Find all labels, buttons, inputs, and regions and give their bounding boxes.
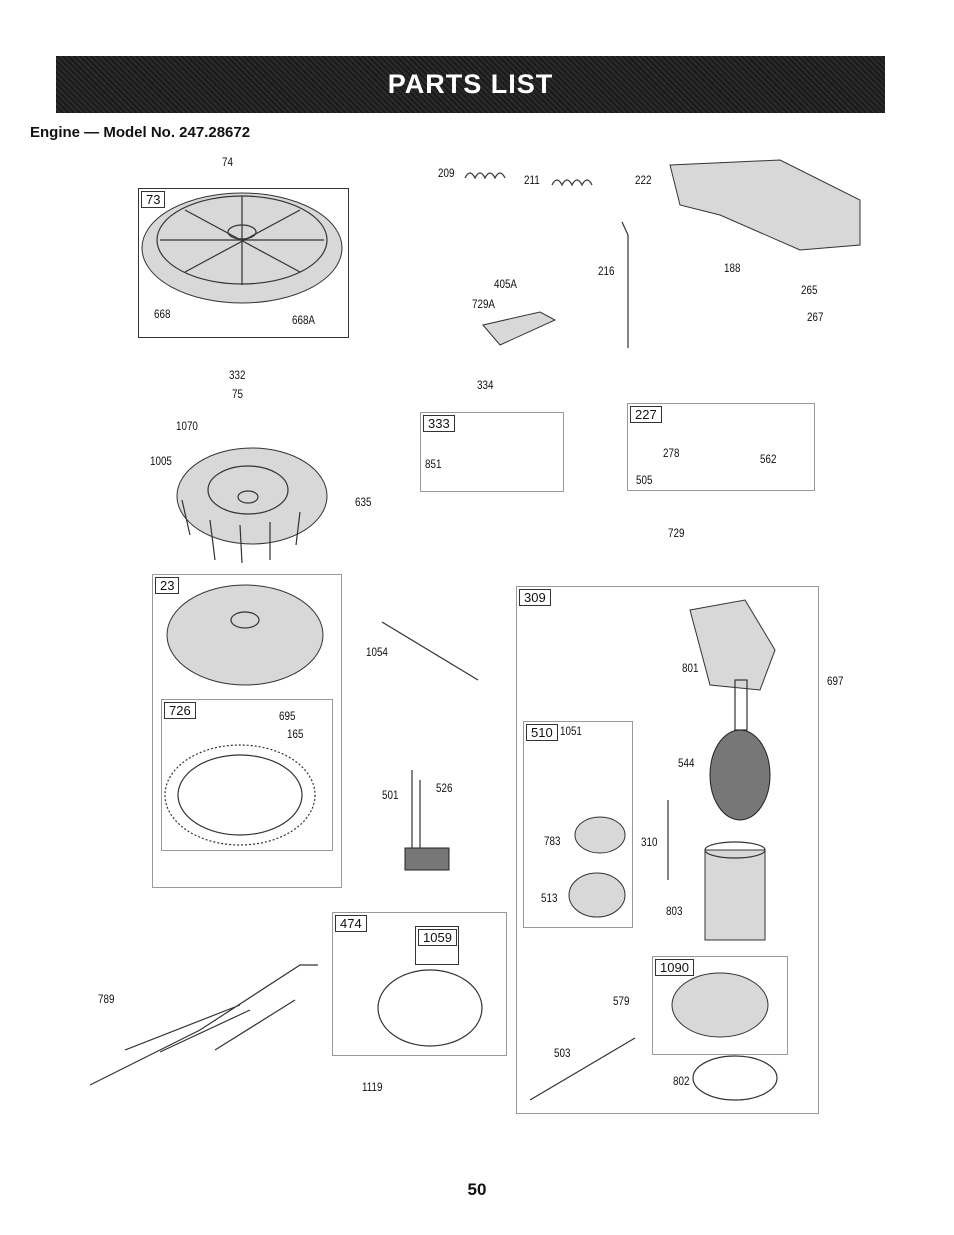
box-73: 73 xyxy=(138,188,349,338)
box-1059: 1059 xyxy=(415,926,459,965)
alternator-474-drawing xyxy=(377,969,483,1047)
flywheel-screen-drawing xyxy=(141,192,343,304)
part-211: 211 xyxy=(524,173,540,187)
part-802: 802 xyxy=(673,1074,690,1088)
part-332: 332 xyxy=(229,368,246,382)
cable-tie-1054 xyxy=(381,621,479,681)
box-23: 23 xyxy=(152,574,342,888)
part-544: 544 xyxy=(678,756,695,770)
box-23-label: 23 xyxy=(155,577,180,594)
part-75: 75 xyxy=(232,387,243,401)
banner-title: PARTS LIST xyxy=(387,69,554,99)
part-501: 501 xyxy=(382,788,399,802)
box-510: 510 xyxy=(523,721,633,928)
spring-209 xyxy=(464,172,506,180)
part-267: 267 xyxy=(807,310,824,324)
box-73-label: 73 xyxy=(141,191,166,208)
parts-list-banner: PARTS LIST xyxy=(56,56,885,113)
part-803: 803 xyxy=(666,904,683,918)
page-number: 50 xyxy=(467,1180,487,1199)
wiring-harness-789 xyxy=(89,964,318,1086)
box-726: 726 xyxy=(161,699,333,851)
part-562: 562 xyxy=(760,452,777,466)
plate-729A xyxy=(482,311,557,346)
part-668: 668 xyxy=(154,307,171,321)
part-1051: 1051 xyxy=(560,724,582,738)
box-333: 333 xyxy=(420,412,564,492)
part-505: 505 xyxy=(636,473,653,487)
box-474: 474 xyxy=(332,912,507,1056)
part-188: 188 xyxy=(724,261,741,275)
box-1090-label: 1090 xyxy=(655,959,694,976)
part-668A: 668A xyxy=(292,313,315,327)
part-74: 74 xyxy=(222,155,233,169)
part-310: 310 xyxy=(641,835,658,849)
control-bracket-222 xyxy=(669,159,861,251)
part-165: 165 xyxy=(287,727,304,741)
part-513: 513 xyxy=(541,891,558,905)
flywheel-23-drawing xyxy=(166,584,324,686)
box-726-label: 726 xyxy=(164,702,196,719)
box-333-label: 333 xyxy=(423,415,455,432)
box-1090: 1090 xyxy=(652,956,788,1055)
part-209: 209 xyxy=(438,166,455,180)
engine-model-subtitle: Engine — Model No. 247.28672 xyxy=(30,124,251,141)
part-789: 789 xyxy=(98,992,115,1006)
part-729A: 729A xyxy=(472,297,495,311)
box-1059-label: 1059 xyxy=(418,929,457,946)
part-697: 697 xyxy=(827,674,844,688)
part-695: 695 xyxy=(279,709,296,723)
starter-motor-drawing xyxy=(529,599,778,1101)
part-1005: 1005 xyxy=(150,454,172,468)
part-1119: 1119 xyxy=(362,1080,383,1094)
part-503: 503 xyxy=(554,1046,571,1060)
rectifier-501-drawing xyxy=(404,770,450,871)
part-579: 579 xyxy=(613,994,630,1008)
part-1070: 1070 xyxy=(176,419,198,433)
ring-gear-726-drawing xyxy=(164,744,316,846)
part-801: 801 xyxy=(682,661,699,675)
part-729: 729 xyxy=(668,526,685,540)
flywheel-fan-drawing xyxy=(176,447,328,564)
part-526: 526 xyxy=(436,781,453,795)
part-265: 265 xyxy=(801,283,818,297)
part-216: 216 xyxy=(598,264,615,278)
box-227: 227 xyxy=(627,403,815,491)
part-334: 334 xyxy=(477,378,494,392)
box-309: 309 xyxy=(516,586,819,1114)
part-278: 278 xyxy=(663,446,680,460)
box-309-label: 309 xyxy=(519,589,551,606)
box-510-label: 510 xyxy=(526,724,558,741)
box-474-label: 474 xyxy=(335,915,367,932)
part-222: 222 xyxy=(635,173,652,187)
part-1054: 1054 xyxy=(366,645,388,659)
spring-211 xyxy=(551,179,593,187)
link-rod-216 xyxy=(621,221,629,348)
part-635: 635 xyxy=(355,495,372,509)
box-227-label: 227 xyxy=(630,406,662,423)
part-405A: 405A xyxy=(494,277,517,291)
part-851: 851 xyxy=(425,457,442,471)
part-783: 783 xyxy=(544,834,561,848)
